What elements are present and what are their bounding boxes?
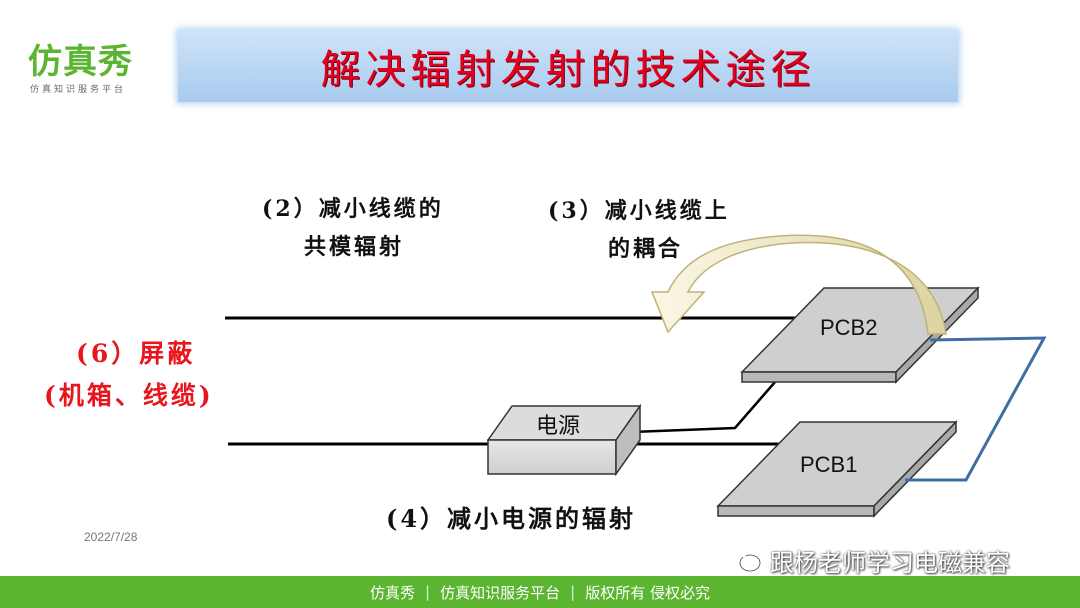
watermark: 跟杨老师学习电磁兼容 [728, 544, 1068, 577]
pcb1-label: PCB1 [800, 452, 858, 477]
label-coupling-line2: 的耦合 [608, 236, 684, 262]
logo-main-text: 仿真秀 [28, 42, 133, 82]
footer-copyright: 版权所有 侵权必究 [585, 583, 710, 602]
footer-bar: 仿真秀 | 仿真知识服务平台 | 版权所有 侵权必究 [0, 576, 1080, 608]
logo: 仿真秀 仿真知识服务平台 [14, 30, 164, 102]
label-common-mode-line1: (2）减小线缆的 [262, 196, 444, 222]
footer-brand: 仿真秀 [370, 583, 416, 602]
power-supply-box [486, 403, 642, 477]
pcb2-board [740, 286, 980, 384]
footer-separator: | [425, 583, 431, 601]
slide-title: 解决辐射发射的技术途径 [320, 47, 816, 93]
logo-sub-text: 仿真知识服务平台 [30, 85, 127, 95]
wechat-icon [729, 548, 761, 572]
footer-tagline: 仿真知识服务平台 [440, 583, 561, 602]
pcb2-label: PCB2 [820, 315, 878, 340]
power-to-pcb2-cable [631, 381, 776, 434]
label-coupling-line1: (3）减小线缆上 [548, 198, 730, 224]
power-supply-label: 电源 [536, 413, 581, 438]
title-bar: 解决辐射发射的技术途径 [178, 30, 958, 102]
coupling-arrow [650, 234, 947, 335]
label-shield-line2: (机箱、线缆) [44, 381, 214, 410]
footer-separator: | [570, 583, 576, 601]
label-shield-line1: (6）屏蔽 [76, 339, 196, 368]
label-common-mode-line2: 共模辐射 [304, 234, 405, 260]
slide-date: 2022/7/28 [84, 530, 138, 544]
label-power-radiation: (4）减小电源的辐射 [386, 504, 637, 533]
interconnect-cable [905, 336, 1047, 482]
watermark-text: 跟杨老师学习电磁兼容 [770, 548, 1010, 577]
pcb1-board [716, 420, 958, 518]
